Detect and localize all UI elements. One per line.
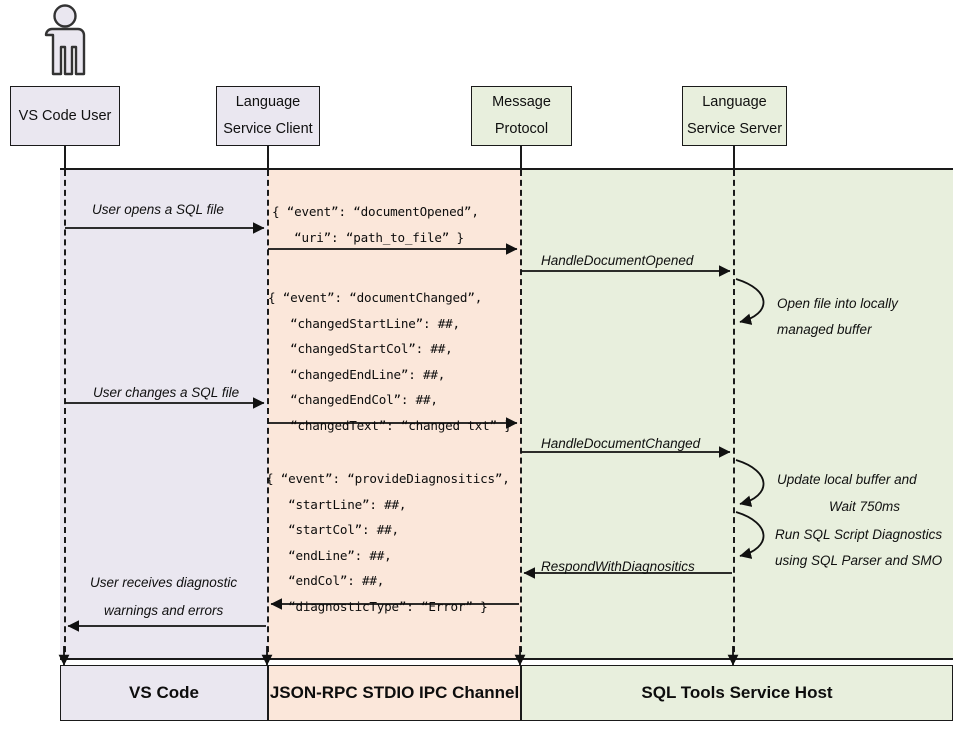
band-sql-tools-service [521,168,953,660]
label-respond-with-diagnositics: RespondWithDiagnositics [541,559,695,574]
participant-label-line1: Message [492,94,551,111]
participant-label-line2: Protocol [494,121,549,137]
footer-label: JSON-RPC STDIO IPC Channel [269,683,520,702]
label-handle-document-changed: HandleDocumentChanged [541,436,701,451]
band-vs-code [60,168,268,660]
label-user-receives-diagnostics-line2: warnings and errors [104,603,224,618]
label-user-opens-sql-file: User opens a SQL file [92,202,224,217]
payload-provide-diagnositics: { “event”: “provideDiagnositics”, “start… [266,471,510,614]
lifeline-vs-code-user [64,170,66,662]
band-ipc-channel [268,168,521,660]
participant-label-line1: Language [235,94,301,111]
note-update-buffer-line2: Wait 750ms [829,499,901,514]
participant-label-line1: VS Code User [18,107,112,124]
lifeline-stub-language-service-server [733,146,735,169]
lifeline-stub-message-protocol [520,146,522,169]
payload-document-opened: { “event”: “documentOpened”, “uri”: “pat… [272,204,479,245]
footer-label: SQL Tools Service Host [641,683,833,702]
participant-label-line1: Language [702,94,767,111]
note-open-file-line2: managed buffer [777,322,872,337]
lifeline-message-protocol [520,170,522,662]
participant-vs-code-user[interactable]: VS Code User [10,86,120,146]
vs-code-user-actor [36,4,94,78]
note-open-file-line1: Open file into locally [777,296,898,311]
participant-label-line2: Service Client [223,121,313,137]
actor-figure-icon [44,4,86,76]
note-run-diagnostics-line1: Run SQL Script Diagnostics [775,527,943,542]
lifeline-stub-language-service-client [267,146,269,169]
footer-label: VS Code [129,683,199,702]
footer-vs-code[interactable]: VS Code [60,665,268,721]
lifeline-language-service-client [267,170,269,662]
participant-label-line2: Service Server [686,121,783,137]
note-update-buffer-line1: Update local buffer and [777,472,917,487]
label-user-changes-sql-file: User changes a SQL file [93,385,240,400]
label-user-receives-diagnostics-line1: User receives diagnostic [90,575,238,590]
lifeline-language-service-server [733,170,735,662]
footer-ipc-channel[interactable]: JSON-RPC STDIO IPC Channel [268,665,521,721]
participant-language-service-client[interactable]: Language Service Client [216,86,320,146]
note-run-diagnostics-line2: using SQL Parser and SMO [775,553,943,568]
footer-sql-tools-service-host[interactable]: SQL Tools Service Host [521,665,953,721]
participant-language-service-server[interactable]: Language Service Server [682,86,787,146]
participant-message-protocol[interactable]: Message Protocol [471,86,572,146]
label-handle-document-opened: HandleDocumentOpened [541,253,694,268]
lifeline-stub-vs-code-user [64,146,66,169]
payload-document-changed: { “event”: “documentChanged”, “changedSt… [268,290,512,433]
